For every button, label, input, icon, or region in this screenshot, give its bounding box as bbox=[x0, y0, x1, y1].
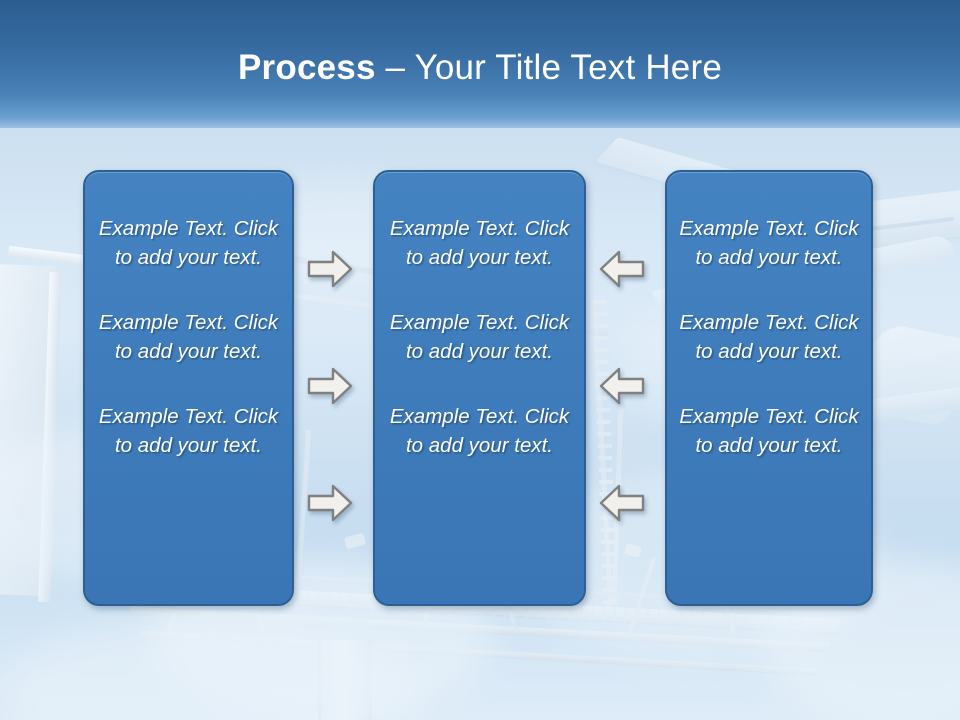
arrow-left-icon[interactable] bbox=[598, 365, 646, 407]
page-title-bold: Process bbox=[238, 48, 376, 87]
process-text-2-1[interactable]: Example Text. Click to add your text. bbox=[389, 217, 570, 269]
process-text-2-2[interactable]: Example Text. Click to add your text. bbox=[389, 311, 570, 363]
arrow-right-icon[interactable] bbox=[306, 482, 354, 524]
process-box-column-1[interactable]: Example Text. Click to add your text. Ex… bbox=[83, 170, 294, 606]
page-title-rest: – Your Title Text Here bbox=[375, 48, 722, 87]
page-title: Process – Your Title Text Here bbox=[0, 46, 960, 90]
title-band: Process – Your Title Text Here bbox=[0, 0, 960, 128]
arrow-left-icon[interactable] bbox=[598, 248, 646, 290]
process-box-column-3[interactable]: Example Text. Click to add your text. Ex… bbox=[665, 170, 873, 606]
process-text-1-3[interactable]: Example Text. Click to add your text. bbox=[98, 405, 279, 457]
process-box-column-2[interactable]: Example Text. Click to add your text. Ex… bbox=[373, 170, 586, 606]
arrow-right-icon[interactable] bbox=[306, 248, 354, 290]
process-text-3-2[interactable]: Example Text. Click to add your text. bbox=[679, 311, 859, 363]
arrow-right-icon[interactable] bbox=[306, 365, 354, 407]
process-text-3-1[interactable]: Example Text. Click to add your text. bbox=[679, 217, 859, 269]
process-text-3-3[interactable]: Example Text. Click to add your text. bbox=[679, 405, 859, 457]
process-text-1-1[interactable]: Example Text. Click to add your text. bbox=[98, 217, 279, 269]
arrow-left-icon[interactable] bbox=[598, 482, 646, 524]
process-text-1-2[interactable]: Example Text. Click to add your text. bbox=[98, 311, 279, 363]
process-text-2-3[interactable]: Example Text. Click to add your text. bbox=[389, 405, 570, 457]
